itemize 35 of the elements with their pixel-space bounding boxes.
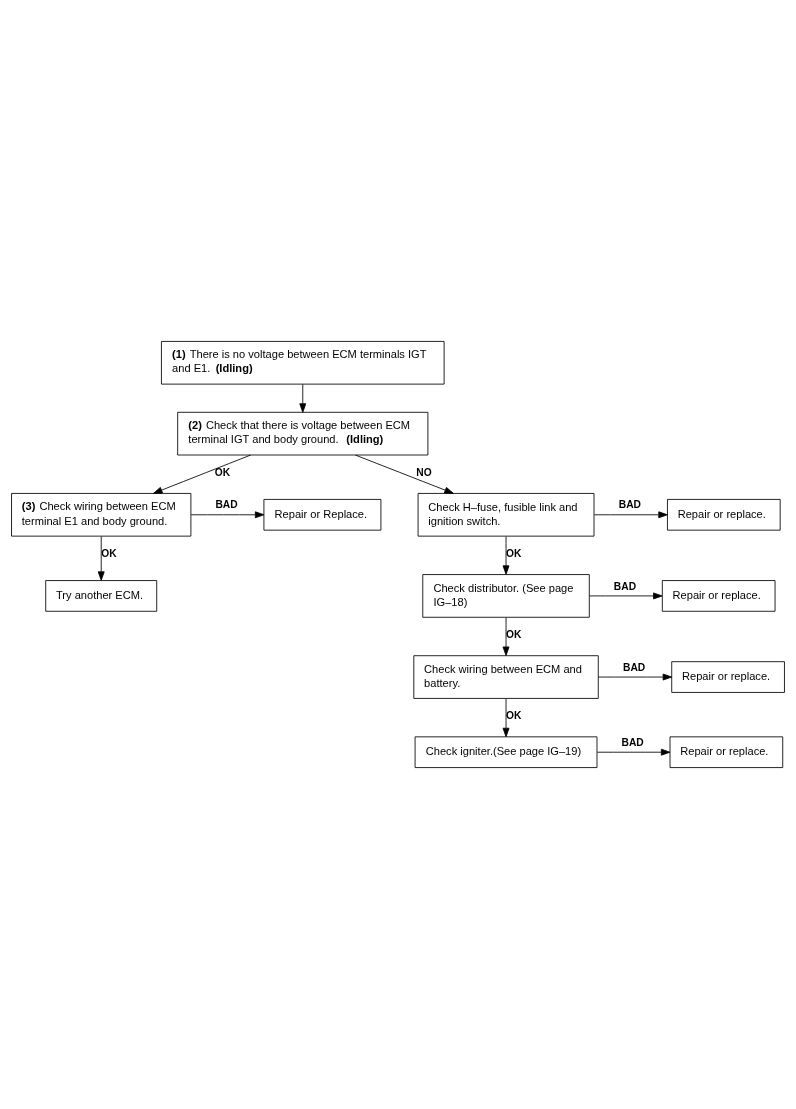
arrow xyxy=(354,454,454,494)
arrow xyxy=(502,617,510,656)
edge-label: OK xyxy=(506,548,522,560)
arrow xyxy=(190,511,265,519)
node-box: Repair or replace. xyxy=(671,661,785,693)
arrow xyxy=(299,383,307,413)
arrow xyxy=(596,748,671,756)
arrow xyxy=(597,673,673,681)
node-box: Check wiring between ECM and battery. xyxy=(413,655,599,699)
edge-label: BAD xyxy=(623,661,646,673)
node-box: Repair or replace. xyxy=(669,736,784,768)
node-box: Check igniter.(See page IG–19) xyxy=(414,736,598,768)
node-box: Check H–fuse, fusible link and ignition switch. xyxy=(417,493,595,537)
node-box: Check distributor. (See page IG–18) xyxy=(422,574,590,618)
arrow xyxy=(502,536,510,575)
node-box: Try another ECM. xyxy=(45,580,158,612)
arrow xyxy=(589,592,663,600)
node-box: (1) There is no voltage between ECM terminals IGT and E1. (Idling) xyxy=(161,341,445,385)
node-box: (3) Check wiring between ECM terminal E1 and body ground. xyxy=(11,493,192,537)
node-box: Repair or Replace. xyxy=(263,499,382,531)
arrow xyxy=(502,698,510,738)
arrow xyxy=(593,511,668,519)
edge-label: BAD xyxy=(215,499,238,511)
edge-label: BAD xyxy=(613,580,637,592)
arrow xyxy=(97,536,105,581)
node-box: (2) Check that there is voltage between ECM terminal IGT and body ground. (Idling) xyxy=(177,411,429,456)
edge-label: NO xyxy=(416,467,432,479)
edge-label: BAD xyxy=(621,736,644,748)
edge-label: OK xyxy=(506,710,522,722)
arrow xyxy=(153,454,252,494)
node-box: Repair or replace. xyxy=(661,580,776,612)
edge-label: OK xyxy=(214,467,231,479)
node-box: Repair or replace. xyxy=(667,499,781,531)
edge-label: BAD xyxy=(618,499,641,511)
edge-label: OK xyxy=(506,629,522,641)
